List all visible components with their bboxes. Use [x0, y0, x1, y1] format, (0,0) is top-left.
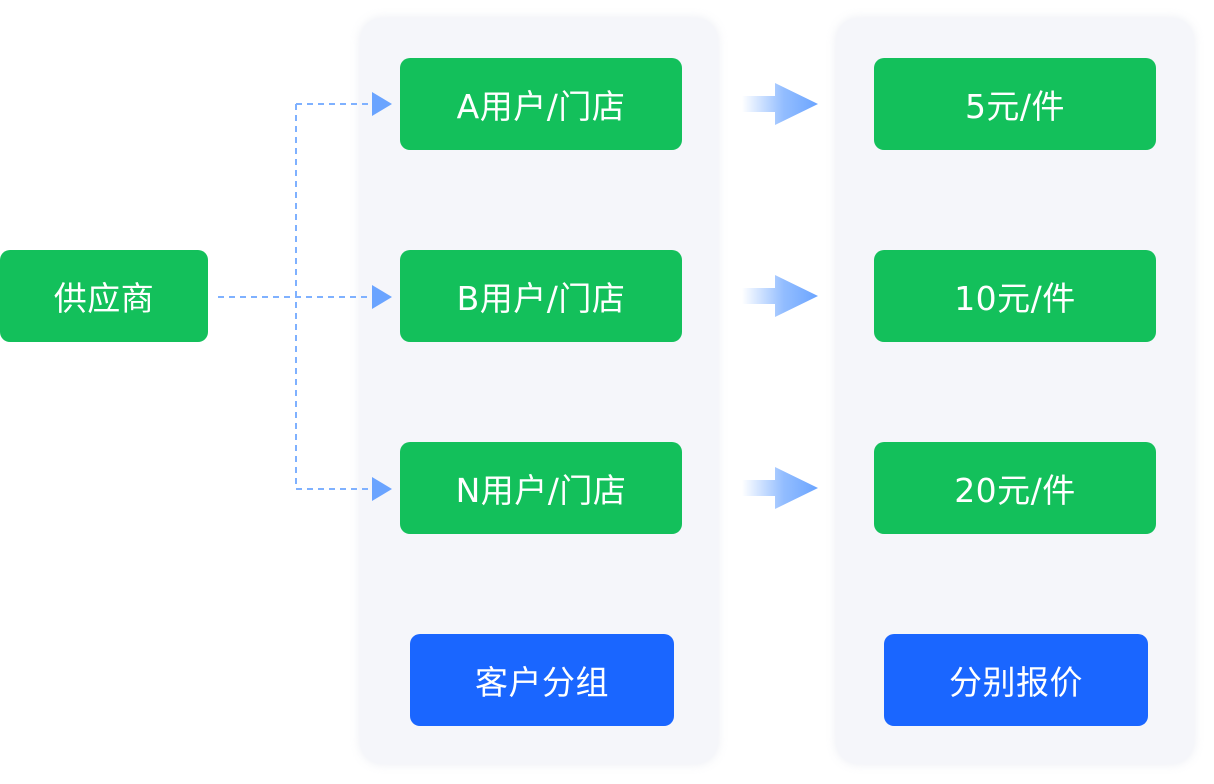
price-a-label: 5元/件: [964, 87, 1066, 126]
customer-group-a-node: A用户/门店: [400, 58, 682, 150]
price-n-label: 20元/件: [954, 471, 1076, 510]
customer-group-n-label: N用户/门店: [455, 471, 627, 510]
price-b-label: 10元/件: [954, 279, 1076, 318]
price-n-node: 20元/件: [874, 442, 1156, 534]
price-a-node: 5元/件: [874, 58, 1156, 150]
customer-group-b-label: B用户/门店: [456, 279, 626, 318]
separate-quote-title: 分别报价: [884, 634, 1148, 726]
gradient-arrow-a: [742, 83, 818, 125]
supplier-node: 供应商: [0, 250, 208, 342]
customer-group-b-node: B用户/门店: [400, 250, 682, 342]
customer-group-a-label: A用户/门店: [456, 87, 626, 126]
separate-quote-title-text: 分别报价: [949, 663, 1083, 702]
customer-grouping-title-text: 客户分组: [475, 663, 609, 702]
price-b-node: 10元/件: [874, 250, 1156, 342]
gradient-arrows: [742, 83, 818, 509]
gradient-arrow-n: [742, 467, 818, 509]
supplier-label: 供应商: [53, 279, 155, 318]
customer-grouping-title: 客户分组: [410, 634, 674, 726]
customer-group-n-node: N用户/门店: [400, 442, 682, 534]
dashed-branch-lines: [218, 103, 374, 490]
gradient-arrow-b: [742, 275, 818, 317]
